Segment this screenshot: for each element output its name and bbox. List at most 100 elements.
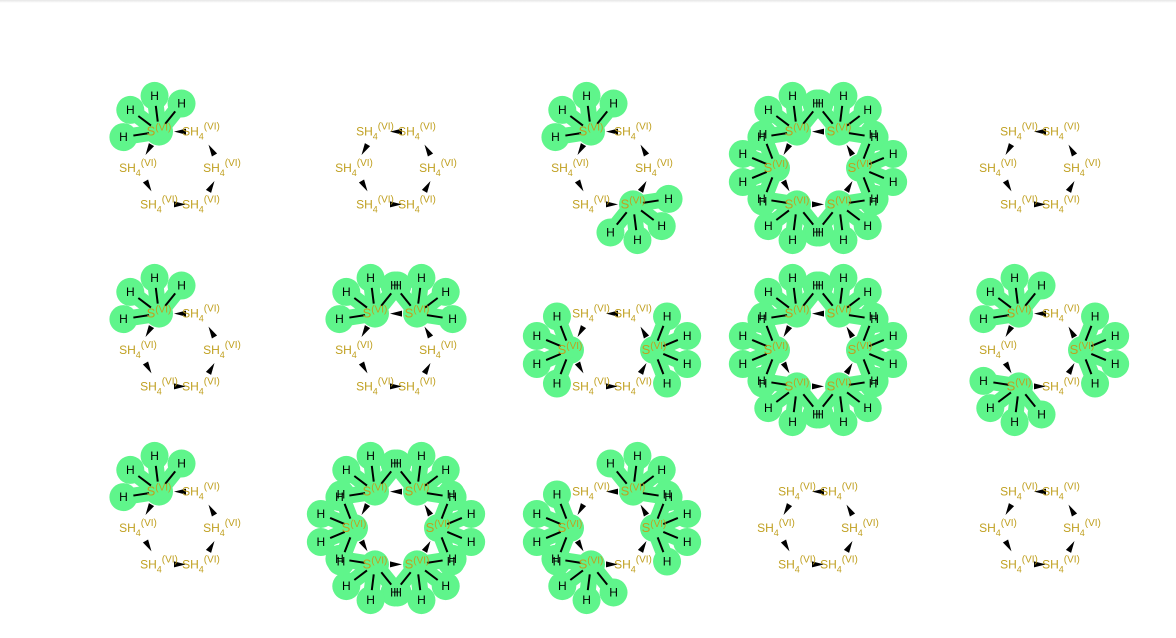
- ring-bond: [846, 144, 856, 157]
- sh-bond: [133, 132, 150, 137]
- sulfur-charge: (VI): [835, 195, 851, 206]
- sh-bond: [380, 571, 393, 586]
- ring-bond: [174, 561, 186, 568]
- sulfur-symbol: S: [405, 556, 414, 571]
- sh-bond: [596, 110, 609, 125]
- ring-bond: [606, 128, 618, 135]
- sh4-group: SH: [572, 379, 589, 393]
- sh4-charge: (VI): [141, 158, 157, 169]
- hydrogen-label: H: [126, 285, 135, 299]
- sh-bond: [565, 559, 582, 564]
- sh-bond: [792, 105, 797, 122]
- sh4-group: SH: [203, 161, 220, 175]
- sh-bond: [154, 287, 159, 304]
- hydrogen-label: H: [582, 593, 591, 607]
- ring-bond: [1002, 179, 1012, 192]
- sh-bond: [1084, 359, 1093, 375]
- hydrogen-highlight: [326, 547, 355, 576]
- sulfur-label: S(VI): [363, 555, 388, 571]
- hydrogen-label: H: [1037, 407, 1046, 421]
- sh4-label: SH4(VI): [398, 122, 436, 142]
- hydrogen-label: H: [863, 219, 872, 233]
- sh4-subscript: 4: [1059, 386, 1064, 396]
- hydrogen-label: H: [150, 271, 159, 285]
- hydrogen-highlight: [829, 263, 858, 292]
- hydrogen-label: H: [986, 285, 995, 299]
- sh4-subscript: 4: [858, 528, 863, 538]
- sh4-charge: (VI): [204, 554, 220, 565]
- sh4-charge: (VI): [225, 518, 241, 529]
- molecule-10: S(VI)HHHHSH4(VI)S(VI)HHHHSH4(VI)S(VI)HHH…: [969, 263, 1130, 437]
- hydrogen-highlight: [431, 455, 460, 484]
- ring-bond: [1005, 143, 1015, 156]
- hydrogen-label: H: [870, 130, 879, 144]
- ring-bond: [606, 310, 618, 317]
- sh-bond: [993, 314, 1010, 319]
- hydrogen-label: H: [683, 329, 692, 343]
- sh4-subscript: 4: [1059, 492, 1064, 502]
- sh4-group: SH: [140, 379, 157, 393]
- ring-bond: [640, 144, 650, 157]
- sulfur-symbol: S: [827, 124, 836, 139]
- sh4-label: SH4(VI): [778, 554, 816, 574]
- sulfur-charge: (VI): [587, 123, 603, 134]
- atom-layer: S(VI)HHHHSH4(VI)SH4(VI)SH4(VI)SH4(VI)SH4…: [119, 449, 241, 574]
- hydrogen-label: H: [979, 374, 988, 388]
- sulfur-charge: (VI): [155, 483, 171, 494]
- ring-bond: [1034, 561, 1046, 568]
- sulfur-label: S(VI): [426, 519, 451, 535]
- sh4-charge: (VI): [594, 482, 610, 493]
- sh4-subscript: 4: [157, 204, 162, 214]
- ring-bond: [142, 361, 152, 374]
- ring-bond: [421, 540, 431, 553]
- hydrogen-label: H: [657, 463, 666, 477]
- sh-bond: [426, 314, 443, 319]
- sh4-label: SH4(VI): [551, 158, 589, 178]
- hydrogen-highlight: [673, 528, 702, 557]
- sh-bond: [329, 531, 346, 540]
- hydrogen-label: H: [609, 585, 618, 599]
- sh4-charge: (VI): [800, 482, 816, 493]
- sh-bond: [775, 115, 790, 127]
- hydrogen-label: H: [633, 449, 642, 463]
- ring-bond: [421, 362, 431, 375]
- sh4-charge: (VI): [1022, 122, 1038, 133]
- sh-bond: [993, 381, 1010, 386]
- sulfur-charge: (VI): [566, 341, 582, 352]
- sh4-subscript: 4: [631, 314, 636, 324]
- sh4-charge: (VI): [162, 194, 178, 205]
- hydrogen-label: H: [448, 490, 457, 504]
- sh4-charge: (VI): [204, 122, 220, 133]
- ring-bond: [637, 362, 647, 375]
- sh4-subscript: 4: [199, 314, 204, 324]
- sh4-label: SH4(VI): [182, 482, 220, 502]
- sh-bond: [133, 314, 150, 319]
- hydrogen-highlight: [728, 168, 757, 197]
- ring-bond: [637, 540, 647, 553]
- sh4-charge: (VI): [1085, 158, 1101, 169]
- sh4-subscript: 4: [652, 168, 657, 178]
- sh-bond: [656, 537, 665, 553]
- sh4-group: SH: [140, 197, 157, 211]
- hydrogen-label: H: [447, 555, 456, 569]
- sh4-label: SH4(VI): [182, 376, 220, 396]
- sulfur-label: S(VI): [848, 159, 873, 175]
- molecule-1: S(VI)HHHHSH4(VI)SH4(VI)SH4(VI)SH4(VI)SH4…: [109, 81, 241, 214]
- sh4-group: SH: [614, 379, 631, 393]
- sh-bond: [154, 105, 159, 122]
- sh-bond: [353, 569, 368, 581]
- hydrogen-highlight: [754, 95, 783, 124]
- sulfur-label: S(VI): [642, 519, 667, 535]
- hydrogen-highlight: [829, 226, 858, 255]
- sh4-charge: (VI): [636, 304, 652, 315]
- sh-bond: [792, 396, 797, 413]
- sh4-group: SH: [119, 521, 136, 535]
- hydrogen-label: H: [757, 374, 766, 388]
- hydrogen-highlight: [332, 277, 361, 306]
- sh-bond: [751, 156, 768, 165]
- sh-bond: [164, 110, 177, 125]
- sh4-group: SH: [182, 379, 199, 393]
- atom-layer: SH4(VI)SH4(VI)SH4(VI)SH4(VI)SH4(VI)SH4(V…: [335, 122, 457, 215]
- sh-bond: [656, 325, 665, 341]
- ring-bond: [783, 503, 793, 516]
